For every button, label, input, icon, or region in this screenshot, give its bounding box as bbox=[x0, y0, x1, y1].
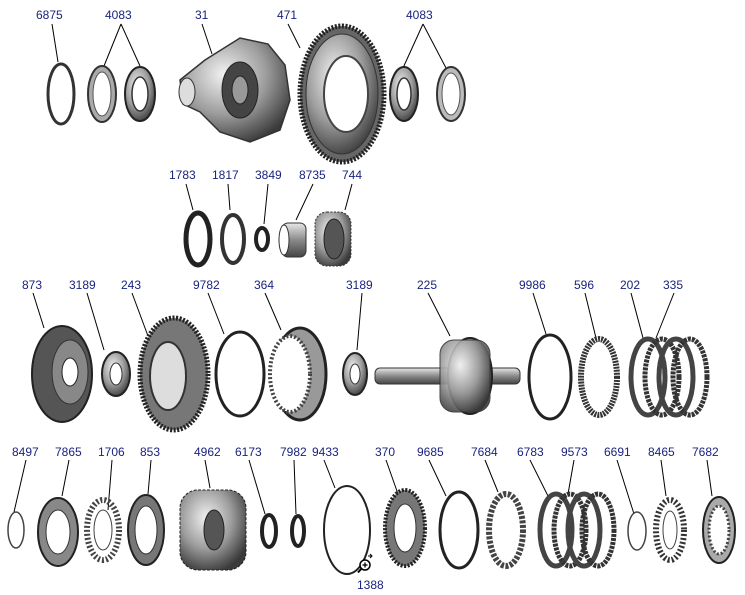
part-6173-washer[interactable] bbox=[260, 513, 278, 549]
part-370-drum[interactable] bbox=[383, 488, 427, 568]
label-873[interactable]: 873 bbox=[22, 278, 43, 292]
magnifier-plus-icon[interactable] bbox=[357, 552, 375, 574]
label-4962[interactable]: 4962 bbox=[194, 445, 221, 459]
label-9986[interactable]: 9986 bbox=[519, 278, 546, 292]
label-7684[interactable]: 7684 bbox=[471, 445, 498, 459]
label-4083-right[interactable]: 4083 bbox=[406, 8, 433, 22]
part-4083-bearing-race-left[interactable] bbox=[87, 65, 117, 123]
label-6783[interactable]: 6783 bbox=[517, 445, 544, 459]
label-364[interactable]: 364 bbox=[254, 278, 275, 292]
part-471-ring-gear[interactable] bbox=[297, 23, 387, 165]
part-364-internal-ring-gear[interactable] bbox=[268, 326, 328, 422]
label-31[interactable]: 31 bbox=[195, 8, 209, 22]
label-1388[interactable]: 1388 bbox=[357, 578, 384, 592]
part-7682-bearing[interactable] bbox=[702, 496, 736, 564]
part-31-differential-housing[interactable] bbox=[178, 37, 291, 143]
label-1706[interactable]: 1706 bbox=[98, 445, 125, 459]
leader-lines bbox=[13, 23, 713, 515]
label-243[interactable]: 243 bbox=[121, 278, 142, 292]
label-471[interactable]: 471 bbox=[277, 8, 298, 22]
part-6783-9573-clutch-pack[interactable] bbox=[537, 491, 617, 569]
part-853-piston[interactable] bbox=[127, 494, 165, 566]
part-6691-snap-ring[interactable] bbox=[627, 511, 647, 551]
part-3189-bearing-right[interactable] bbox=[342, 352, 368, 396]
part-9433-snap-ring[interactable] bbox=[323, 485, 371, 575]
part-7684-clutch-plate[interactable] bbox=[486, 491, 526, 569]
label-3189-right[interactable]: 3189 bbox=[346, 278, 373, 292]
part-7865-piston[interactable] bbox=[37, 497, 79, 567]
label-7682[interactable]: 7682 bbox=[692, 445, 719, 459]
part-8735-needle-bearing[interactable] bbox=[278, 222, 307, 258]
part-3189-bearing-left[interactable] bbox=[101, 351, 131, 397]
part-596-clutch-plate[interactable] bbox=[578, 336, 620, 418]
label-853[interactable]: 853 bbox=[140, 445, 161, 459]
part-7982-washer[interactable] bbox=[290, 514, 306, 548]
part-4083-tapered-bearing-right[interactable] bbox=[389, 66, 419, 122]
label-596[interactable]: 596 bbox=[574, 278, 595, 292]
label-4083-left[interactable]: 4083 bbox=[105, 8, 132, 22]
part-9685-snap-ring[interactable] bbox=[438, 490, 480, 570]
part-873-hub[interactable] bbox=[31, 325, 93, 423]
label-8735[interactable]: 8735 bbox=[299, 168, 326, 182]
label-370[interactable]: 370 bbox=[375, 445, 396, 459]
part-744-pinion-gear[interactable] bbox=[314, 211, 352, 267]
label-1817[interactable]: 1817 bbox=[212, 168, 239, 182]
label-6875[interactable]: 6875 bbox=[36, 8, 63, 22]
part-9782-snap-ring[interactable] bbox=[214, 330, 266, 418]
label-1783[interactable]: 1783 bbox=[169, 168, 196, 182]
part-202-335-clutch-pack[interactable] bbox=[628, 336, 710, 418]
part-4083-bearing-race-right[interactable] bbox=[436, 66, 466, 122]
part-8497-snap-ring[interactable] bbox=[7, 511, 25, 549]
part-1817-washer[interactable] bbox=[220, 213, 246, 265]
part-4962-planetary-set[interactable] bbox=[179, 489, 247, 571]
label-7865[interactable]: 7865 bbox=[55, 445, 82, 459]
part-1783-washer[interactable] bbox=[183, 210, 213, 268]
label-744[interactable]: 744 bbox=[342, 168, 363, 182]
part-225-output-shaft[interactable] bbox=[374, 337, 521, 415]
label-9685[interactable]: 9685 bbox=[417, 445, 444, 459]
label-9573[interactable]: 9573 bbox=[561, 445, 588, 459]
label-202[interactable]: 202 bbox=[620, 278, 641, 292]
label-8497[interactable]: 8497 bbox=[12, 445, 39, 459]
label-3189-left[interactable]: 3189 bbox=[69, 278, 96, 292]
label-6691[interactable]: 6691 bbox=[604, 445, 631, 459]
label-9433[interactable]: 9433 bbox=[312, 445, 339, 459]
label-6173[interactable]: 6173 bbox=[235, 445, 262, 459]
part-8465-spring-cage[interactable] bbox=[653, 497, 687, 563]
part-4083-tapered-bearing-left[interactable] bbox=[124, 66, 156, 122]
label-8465[interactable]: 8465 bbox=[648, 445, 675, 459]
label-225[interactable]: 225 bbox=[417, 278, 438, 292]
part-6875-snap-ring[interactable] bbox=[46, 62, 76, 126]
part-243-gear[interactable] bbox=[137, 315, 211, 433]
part-1706-spring-cage[interactable] bbox=[84, 497, 122, 563]
part-3849-small-washer[interactable] bbox=[254, 226, 270, 252]
label-335[interactable]: 335 bbox=[663, 278, 684, 292]
part-9986-snap-ring[interactable] bbox=[527, 333, 573, 421]
label-7982[interactable]: 7982 bbox=[280, 445, 307, 459]
label-9782[interactable]: 9782 bbox=[193, 278, 220, 292]
label-3849[interactable]: 3849 bbox=[255, 168, 282, 182]
